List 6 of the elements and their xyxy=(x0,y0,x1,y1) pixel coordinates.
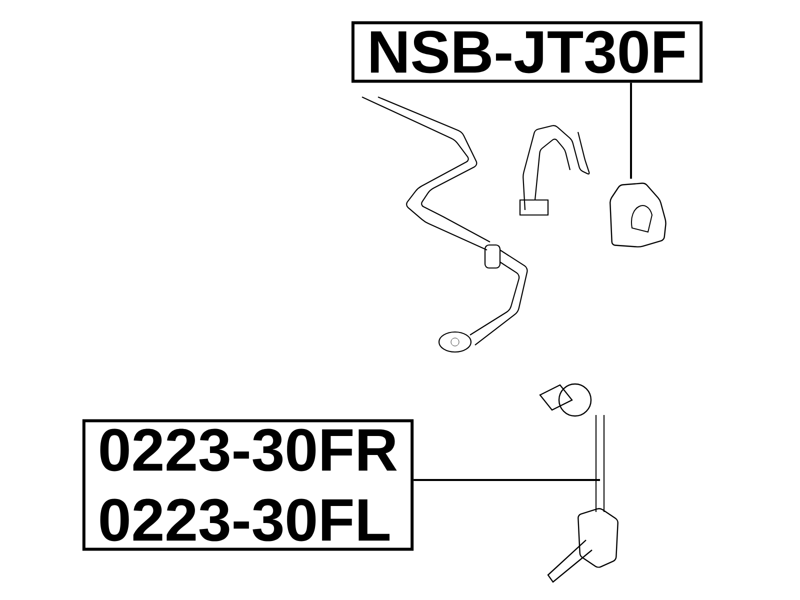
label-box: NSB-JT30F xyxy=(351,21,703,83)
leader-line xyxy=(630,82,632,179)
bushing-drawing xyxy=(610,182,666,248)
leader-line xyxy=(414,479,600,481)
label-box: 0223-30FR 0223-30FL xyxy=(82,419,414,551)
stabilizer-link-drawing xyxy=(539,383,618,583)
